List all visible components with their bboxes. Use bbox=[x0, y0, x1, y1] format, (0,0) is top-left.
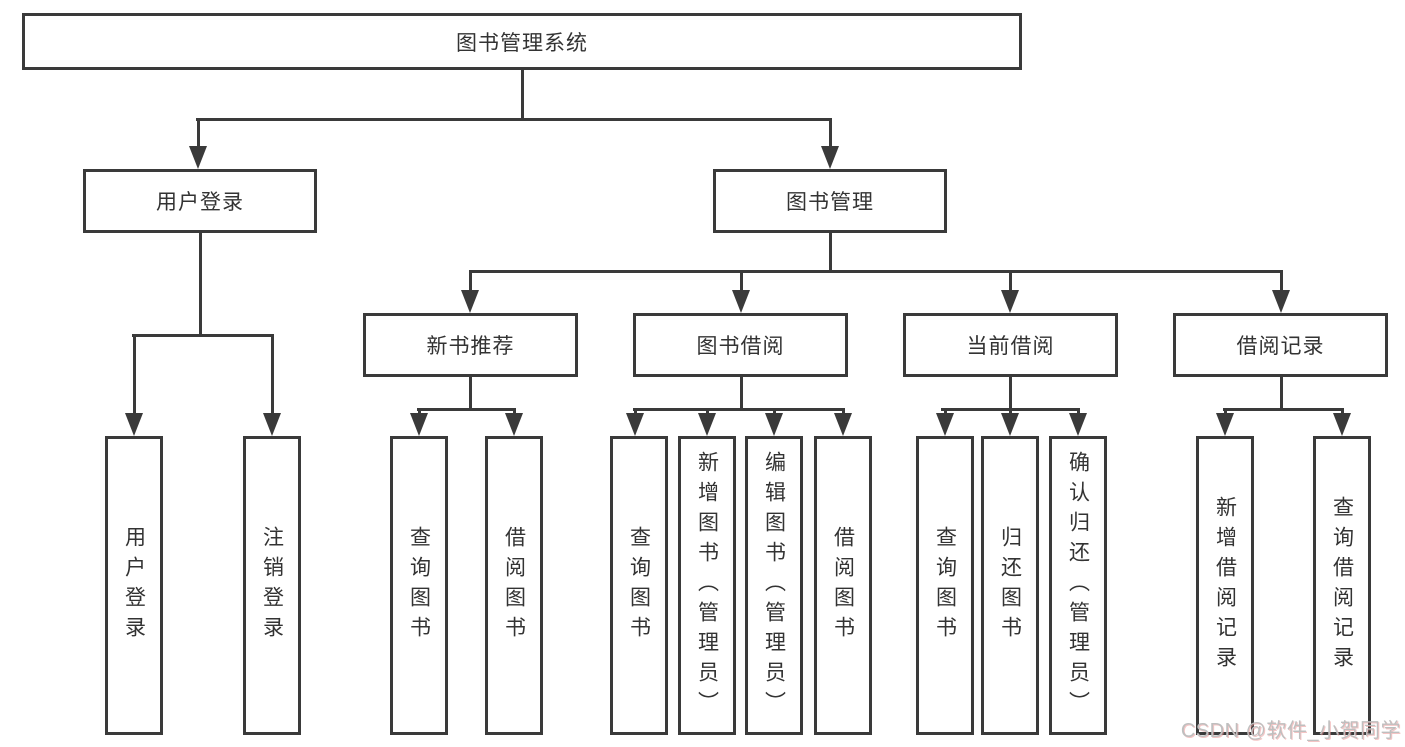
connector-line-vertical bbox=[739, 376, 743, 411]
node-label: 新增图书（管理员） bbox=[695, 450, 719, 721]
leaf-borrow-books-recommend: 借阅图书 bbox=[485, 436, 543, 735]
connector-line-vertical bbox=[520, 69, 524, 121]
connector-line-horizontal bbox=[132, 334, 274, 337]
node-current-borrowing: 当前借阅 bbox=[903, 313, 1118, 377]
arrowhead bbox=[1069, 413, 1087, 436]
leaf-confirm-return-admin: 确认归还（管理员） bbox=[1049, 436, 1107, 735]
node-book-management: 图书管理 bbox=[713, 169, 947, 233]
connector-line-vertical bbox=[1008, 270, 1012, 294]
node-label: 图书借阅 bbox=[696, 335, 785, 358]
connector-line-horizontal bbox=[417, 408, 516, 411]
leaf-user-login: 用户登录 bbox=[105, 436, 163, 735]
connector-line-vertical bbox=[1279, 376, 1283, 411]
connector-line-vertical bbox=[739, 270, 743, 294]
connector-line-horizontal bbox=[196, 118, 832, 121]
leaf-return-books: 归还图书 bbox=[981, 436, 1039, 735]
arrowhead bbox=[263, 413, 281, 436]
watermark-text: CSDN @软件_小贺同学 bbox=[1180, 720, 1401, 742]
node-label: 查询图书 bbox=[933, 525, 957, 646]
node-label: 确认归还（管理员） bbox=[1066, 450, 1090, 721]
connector-line-vertical bbox=[828, 232, 832, 273]
connector-line-vertical bbox=[270, 334, 274, 417]
leaf-add-borrow-record: 新增借阅记录 bbox=[1196, 436, 1254, 735]
connector-line-horizontal bbox=[469, 270, 1282, 273]
node-label: 归还图书 bbox=[998, 525, 1022, 646]
node-new-book-recommendation: 新书推荐 bbox=[363, 313, 578, 377]
node-label: 新书推荐 bbox=[426, 335, 515, 358]
connector-line-vertical bbox=[468, 270, 472, 294]
node-label: 查询图书 bbox=[407, 525, 431, 646]
connector-line-vertical bbox=[943, 408, 947, 417]
node-borrowing-records: 借阅记录 bbox=[1173, 313, 1388, 377]
connector-line-vertical bbox=[1008, 376, 1012, 411]
node-label: 当前借阅 bbox=[966, 335, 1055, 358]
connector-line-vertical bbox=[512, 408, 516, 417]
arrowhead bbox=[125, 413, 143, 436]
node-user-login: 用户登录 bbox=[83, 169, 317, 233]
node-label: 用户登录 bbox=[156, 191, 244, 214]
node-label: 借阅图书 bbox=[831, 525, 855, 646]
leaf-query-books-borrowing: 查询图书 bbox=[610, 436, 668, 735]
node-label: 查询图书 bbox=[627, 525, 651, 646]
leaf-borrow-books-borrowing: 借阅图书 bbox=[814, 436, 872, 735]
connector-line-vertical bbox=[772, 408, 776, 417]
connector-line-horizontal bbox=[633, 408, 845, 411]
connector-line-vertical bbox=[196, 118, 200, 150]
arrowhead bbox=[698, 413, 716, 436]
leaf-edit-books-admin: 编辑图书（管理员） bbox=[745, 436, 803, 735]
connector-line-vertical bbox=[417, 408, 421, 417]
node-label: 注销登录 bbox=[260, 525, 284, 646]
arrowhead bbox=[1001, 290, 1019, 313]
connector-line-vertical bbox=[132, 334, 136, 417]
connector-line-vertical bbox=[633, 408, 637, 417]
connector-line-vertical bbox=[828, 118, 832, 150]
arrowhead bbox=[626, 413, 644, 436]
leaf-query-borrow-record: 查询借阅记录 bbox=[1313, 436, 1371, 735]
connector-line-horizontal bbox=[1223, 408, 1344, 411]
arrowhead bbox=[1001, 413, 1019, 436]
leaf-query-books-current: 查询图书 bbox=[916, 436, 974, 735]
arrowhead bbox=[1333, 413, 1351, 436]
arrowhead bbox=[1216, 413, 1234, 436]
arrowhead bbox=[461, 290, 479, 313]
node-library-management-system: 图书管理系统 bbox=[22, 13, 1022, 70]
node-label: 新增借阅记录 bbox=[1213, 495, 1237, 676]
connector-line-vertical bbox=[198, 232, 202, 337]
node-label: 借阅图书 bbox=[502, 525, 526, 646]
arrowhead bbox=[936, 413, 954, 436]
leaf-add-books-admin: 新增图书（管理员） bbox=[678, 436, 736, 735]
node-label: 图书管理 bbox=[786, 191, 874, 214]
connector-line-vertical bbox=[468, 376, 472, 411]
arrowhead bbox=[1272, 290, 1290, 313]
arrowhead bbox=[821, 146, 839, 169]
node-label: 用户登录 bbox=[122, 525, 146, 646]
arrowhead bbox=[765, 413, 783, 436]
connector-line-vertical bbox=[1340, 408, 1344, 417]
connector-line-vertical bbox=[1223, 408, 1227, 417]
arrowhead bbox=[834, 413, 852, 436]
arrowhead bbox=[410, 413, 428, 436]
connector-line-vertical bbox=[705, 408, 709, 417]
connector-line-vertical bbox=[841, 408, 845, 417]
arrowhead bbox=[505, 413, 523, 436]
arrowhead bbox=[732, 290, 750, 313]
node-label: 编辑图书（管理员） bbox=[762, 450, 786, 721]
node-label: 借阅记录 bbox=[1236, 335, 1325, 358]
arrowhead bbox=[189, 146, 207, 169]
connector-line-vertical bbox=[1076, 408, 1080, 417]
node-label: 查询借阅记录 bbox=[1330, 495, 1354, 676]
node-label: 图书管理系统 bbox=[456, 31, 588, 55]
connector-line-vertical bbox=[1008, 408, 1012, 417]
leaf-logout: 注销登录 bbox=[243, 436, 301, 735]
node-book-borrowing: 图书借阅 bbox=[633, 313, 848, 377]
connector-line-vertical bbox=[1279, 270, 1283, 294]
leaf-query-books-recommend: 查询图书 bbox=[390, 436, 448, 735]
